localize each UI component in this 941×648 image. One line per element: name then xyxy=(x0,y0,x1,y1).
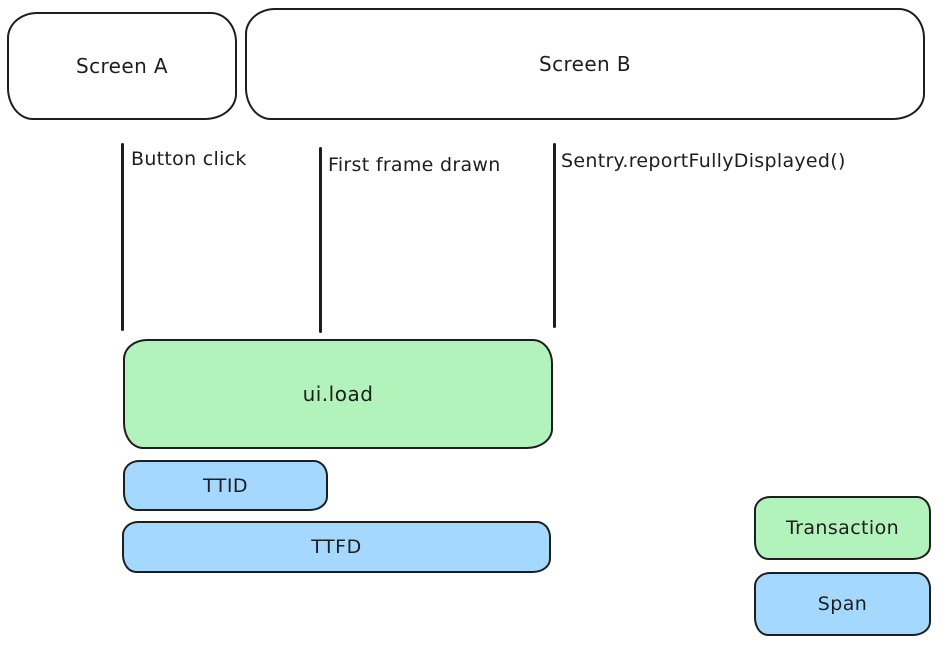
legend-transaction: Transaction xyxy=(754,496,931,560)
span-bar-ttfd: TTFD xyxy=(122,521,551,573)
screen-b-box: Screen B xyxy=(245,8,925,120)
legend-span: Span xyxy=(754,572,931,636)
screen-b-label: Screen B xyxy=(538,52,632,76)
legend-span-label: Span xyxy=(817,593,868,615)
event-line-button-click xyxy=(121,143,124,331)
event-label-report-fully-displayed: Sentry.reportFullyDisplayed() xyxy=(561,150,846,172)
legend-transaction-label: Transaction xyxy=(785,517,900,539)
event-label-first-frame-drawn: First frame drawn xyxy=(328,154,501,176)
event-line-first-frame-drawn xyxy=(319,147,322,333)
event-line-report-fully-displayed xyxy=(553,143,556,328)
screen-a-box: Screen A xyxy=(7,12,237,120)
event-label-button-click: Button click xyxy=(131,148,247,170)
transaction-bar-ui-load: ui.load xyxy=(123,339,553,449)
transaction-bar-label: ui.load xyxy=(302,382,374,406)
span-bar-ttid: TTID xyxy=(123,460,328,511)
ttfd-bar-label: TTFD xyxy=(311,536,362,558)
ttid-bar-label: TTID xyxy=(202,474,249,497)
screen-a-label: Screen A xyxy=(76,54,168,78)
